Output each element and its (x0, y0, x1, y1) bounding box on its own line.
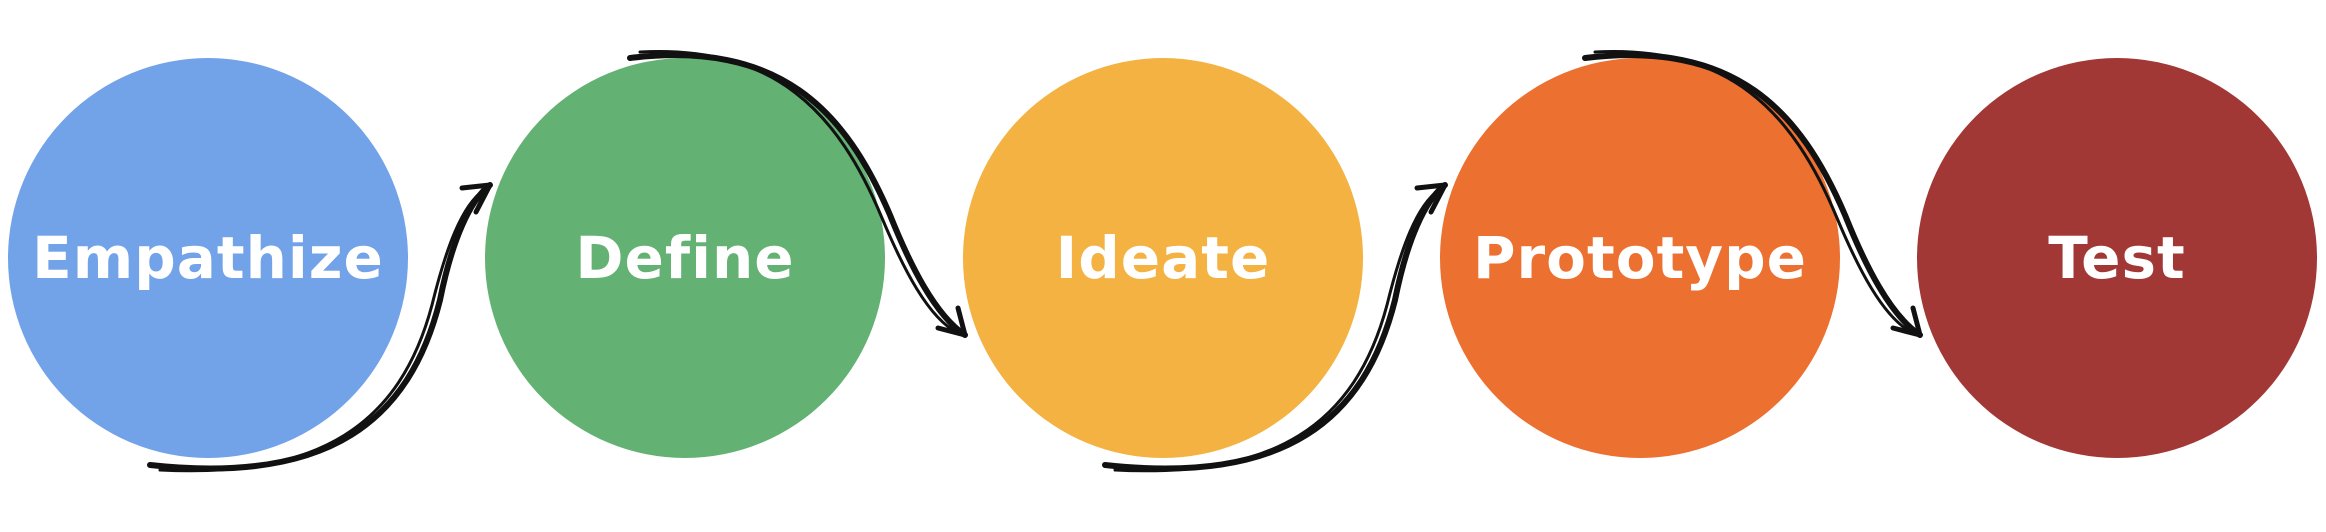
stage-test: Test (1917, 58, 2317, 458)
stage-ideate-label: Ideate (1055, 224, 1271, 292)
stage-empathize-label: Empathize (32, 224, 384, 292)
stage-define-label: Define (575, 224, 795, 292)
stage-prototype: Prototype (1440, 58, 1840, 458)
stage-empathize: Empathize (8, 58, 408, 458)
stage-define: Define (485, 58, 885, 458)
stage-test-label: Test (2048, 224, 2186, 292)
stage-ideate: Ideate (963, 58, 1363, 458)
arrow-define-to-ideate (627, 50, 968, 338)
arrow-ideate-to-prototype (1102, 182, 1448, 473)
stage-prototype-label: Prototype (1473, 224, 1807, 292)
arrow-empathize-to-define (147, 182, 493, 473)
arrow-prototype-to-test (1582, 50, 1923, 338)
